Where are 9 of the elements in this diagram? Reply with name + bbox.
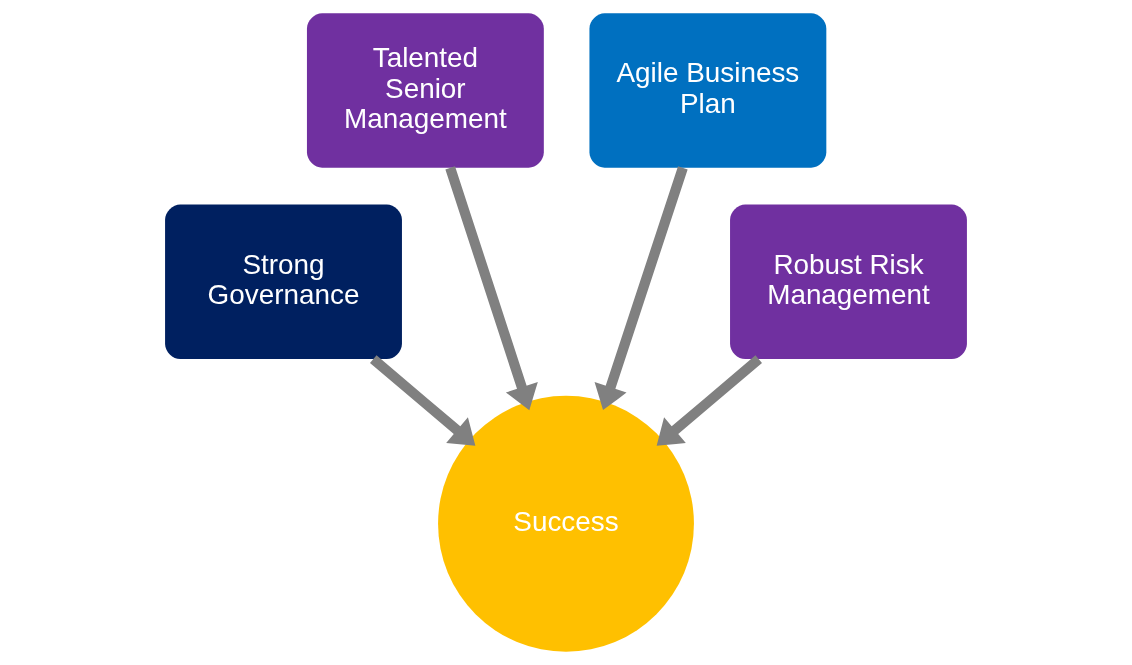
node-box: Strong Governance [165,204,402,360]
arrow [594,166,688,411]
node-box: Agile Business Plan [589,13,827,168]
arrow [656,355,762,446]
node-box: Robust Risk Management [730,204,967,360]
node-circle: Success [438,395,694,652]
node-box: Talented Senior Management [306,13,544,168]
arrow [370,355,476,446]
arrow [445,166,538,411]
